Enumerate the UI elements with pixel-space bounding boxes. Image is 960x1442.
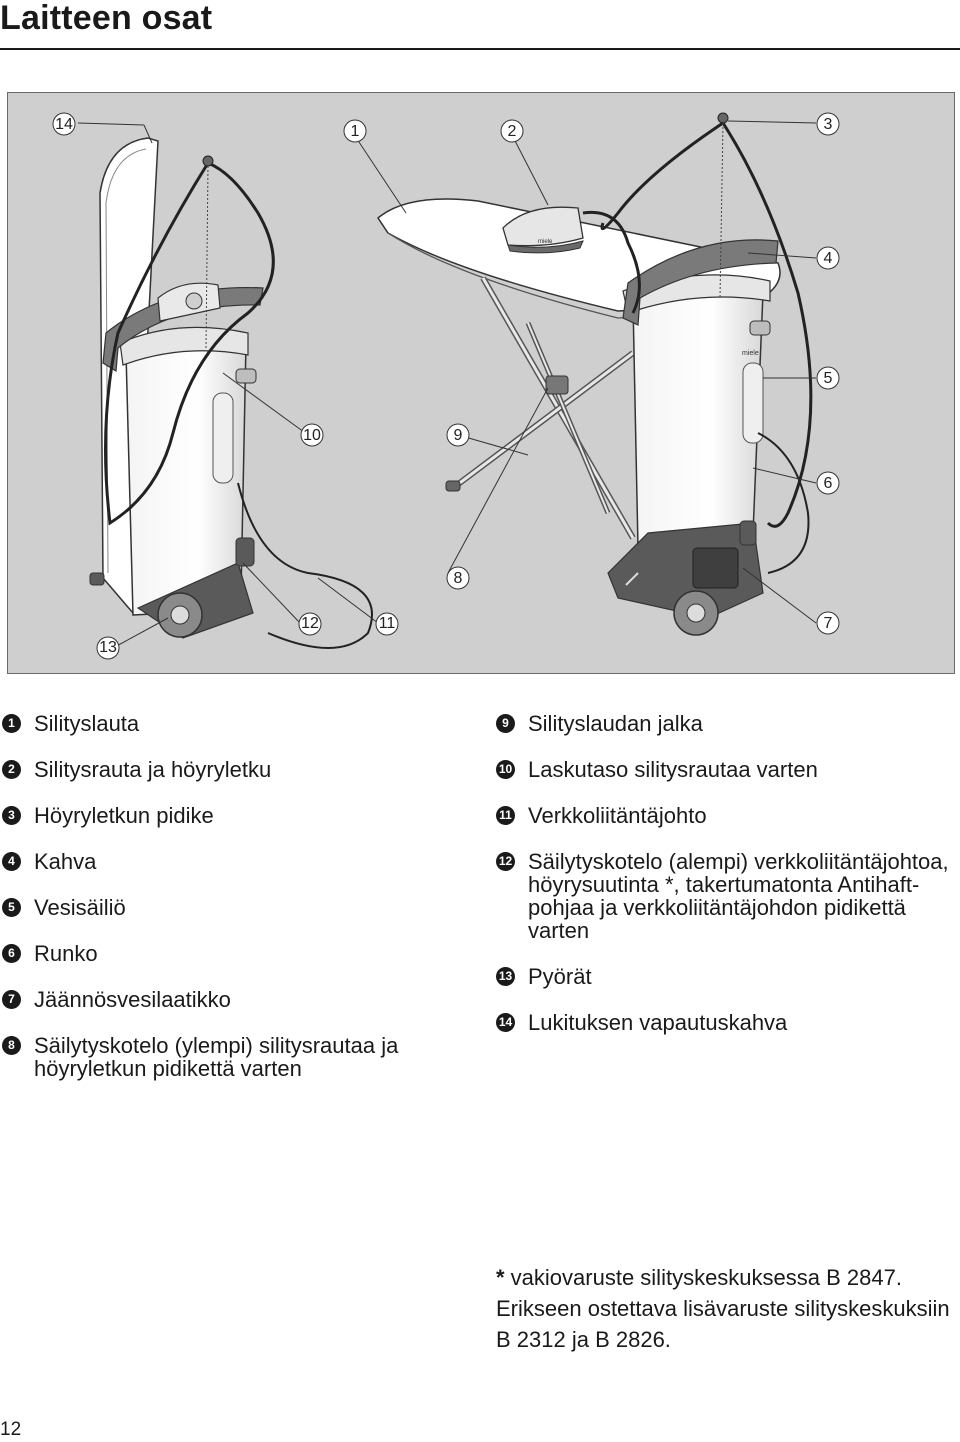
legend-item: 2 Silitysrauta ja höyryletku — [2, 758, 472, 781]
svg-text:12: 12 — [301, 615, 319, 632]
legend-item: 5 Vesisäiliö — [2, 896, 472, 919]
legend-number: 1 — [2, 714, 21, 733]
right-unit-open: miele miele — [377, 112, 813, 636]
legend-number: 2 — [2, 760, 21, 779]
svg-text:10: 10 — [303, 427, 321, 444]
legend-number: 9 — [496, 714, 515, 733]
body-brand-mark: miele — [742, 350, 759, 357]
legend-item: 8 Säilytyskotelo (ylempi) silitysrautaa j… — [2, 1034, 474, 1080]
legend-number: 5 — [2, 898, 21, 917]
legend-number: 11 — [496, 806, 515, 825]
legend-label: Silityslaudan jalka — [528, 711, 703, 736]
legend-label: Pyörät — [528, 964, 592, 989]
left-unit-folded — [89, 137, 373, 649]
legend-item: 9 Silityslaudan jalka — [496, 712, 956, 735]
footnote-text-2: Erikseen ostettava lisävaruste silityske… — [496, 1296, 950, 1352]
legend-number: 4 — [2, 852, 21, 871]
callout-6: 6 — [816, 471, 840, 495]
callout-7: 7 — [816, 611, 840, 635]
callout-14: 14 — [52, 112, 76, 136]
legend-label: Silityslauta — [34, 711, 140, 736]
legend-label: Verkkoliitäntäjohto — [528, 803, 707, 828]
legend-number: 3 — [2, 806, 21, 825]
legend-item: 13 Pyörät — [496, 965, 956, 988]
legend-label: Vesisäiliö — [34, 895, 126, 920]
svg-text:3: 3 — [824, 116, 833, 133]
legend-item: 10 Laskutaso silitysrautaa varten — [496, 758, 956, 781]
legend-item: 4 Kahva — [2, 850, 472, 873]
svg-text:5: 5 — [824, 370, 833, 387]
legend-label: Silitysrauta ja höyryletku — [34, 757, 272, 782]
footnote-line-1: * vakiovaruste silityskeskuksessa B 2847… — [496, 1262, 956, 1293]
legend-label: Laskutaso silitysrautaa varten — [528, 757, 818, 782]
legend-item: 3 Höyryletkun pidike — [2, 804, 472, 827]
svg-text:2: 2 — [508, 123, 517, 140]
callout-13: 13 — [96, 636, 120, 660]
svg-text:14: 14 — [55, 116, 73, 133]
callout-11: 11 — [375, 612, 399, 636]
legend-item: 14 Lukituksen vapautuskahva — [496, 1011, 956, 1034]
svg-text:6: 6 — [824, 475, 833, 492]
legend-number: 13 — [496, 967, 515, 986]
svg-text:1: 1 — [351, 123, 360, 140]
legend-number: 12 — [496, 852, 515, 871]
footnote-text-1: vakiovaruste silityskeskuksessa B 2847. — [504, 1265, 902, 1290]
legend-item: 7 Jäännösvesilaatikko — [2, 988, 472, 1011]
svg-text:9: 9 — [454, 427, 463, 444]
svg-text:13: 13 — [99, 639, 117, 656]
page-number: 12 — [0, 1419, 22, 1440]
device-illustration: miele miele — [7, 92, 955, 674]
svg-text:11: 11 — [379, 615, 396, 632]
callout-3: 3 — [816, 112, 840, 136]
callout-1: 1 — [343, 119, 367, 143]
svg-text:8: 8 — [454, 570, 463, 587]
callout-10: 10 — [300, 423, 324, 447]
footnote-asterisk: * — [496, 1265, 505, 1290]
legend-right: 9 Silityslaudan jalka 10 Laskutaso silitys… — [496, 712, 956, 1057]
legend-label: Säilytyskotelo (alempi) verkkoliitäntä­j… — [528, 849, 949, 943]
iron-brand-mark: miele — [538, 239, 553, 245]
callout-4: 4 — [816, 246, 840, 270]
callout-12: 12 — [298, 612, 322, 636]
legend-label: Lukituksen vapautuskahva — [528, 1010, 788, 1035]
legend-left: 1 Silityslauta 2 Silitysrauta ja höyryletk… — [2, 712, 472, 1103]
svg-text:7: 7 — [824, 615, 833, 632]
callout-2: 2 — [500, 119, 524, 143]
accessory-footnote: * vakiovaruste silityskeskuksessa B 2847… — [496, 1262, 956, 1355]
svg-text:4: 4 — [824, 250, 833, 267]
legend-label: Runko — [34, 941, 98, 966]
legend-item: 12 Säilytyskotelo (alempi) verkkoliitäntä… — [496, 850, 960, 942]
legend-label: Säilytyskotelo (ylempi) silitysrautaa ja… — [34, 1033, 399, 1081]
callout-9: 9 — [446, 423, 470, 447]
callout-markers: 14 1 2 3 4 5 6 7 8 9 10 11 12 13 — [52, 112, 840, 660]
legend-number: 7 — [2, 990, 21, 1009]
callout-5: 5 — [816, 366, 840, 390]
legend-number: 6 — [2, 944, 21, 963]
legend-item: 1 Silityslauta — [2, 712, 472, 735]
legend-number: 14 — [496, 1013, 515, 1032]
legend-label: Kahva — [34, 849, 97, 874]
legend-number: 8 — [2, 1036, 21, 1055]
legend-label: Jäännösvesilaatikko — [34, 987, 231, 1012]
legend-item: 11 Verkkoliitäntäjohto — [496, 804, 956, 827]
legend-number: 10 — [496, 760, 515, 779]
title-divider — [0, 48, 960, 50]
page-title: Laitteen osat — [0, 0, 213, 37]
leader-lines — [77, 120, 817, 649]
legend-label: Höyryletkun pidike — [34, 803, 214, 828]
legend-item: 6 Runko — [2, 942, 472, 965]
ironing-system-drawing: miele miele — [52, 112, 840, 660]
callout-8: 8 — [446, 566, 470, 590]
